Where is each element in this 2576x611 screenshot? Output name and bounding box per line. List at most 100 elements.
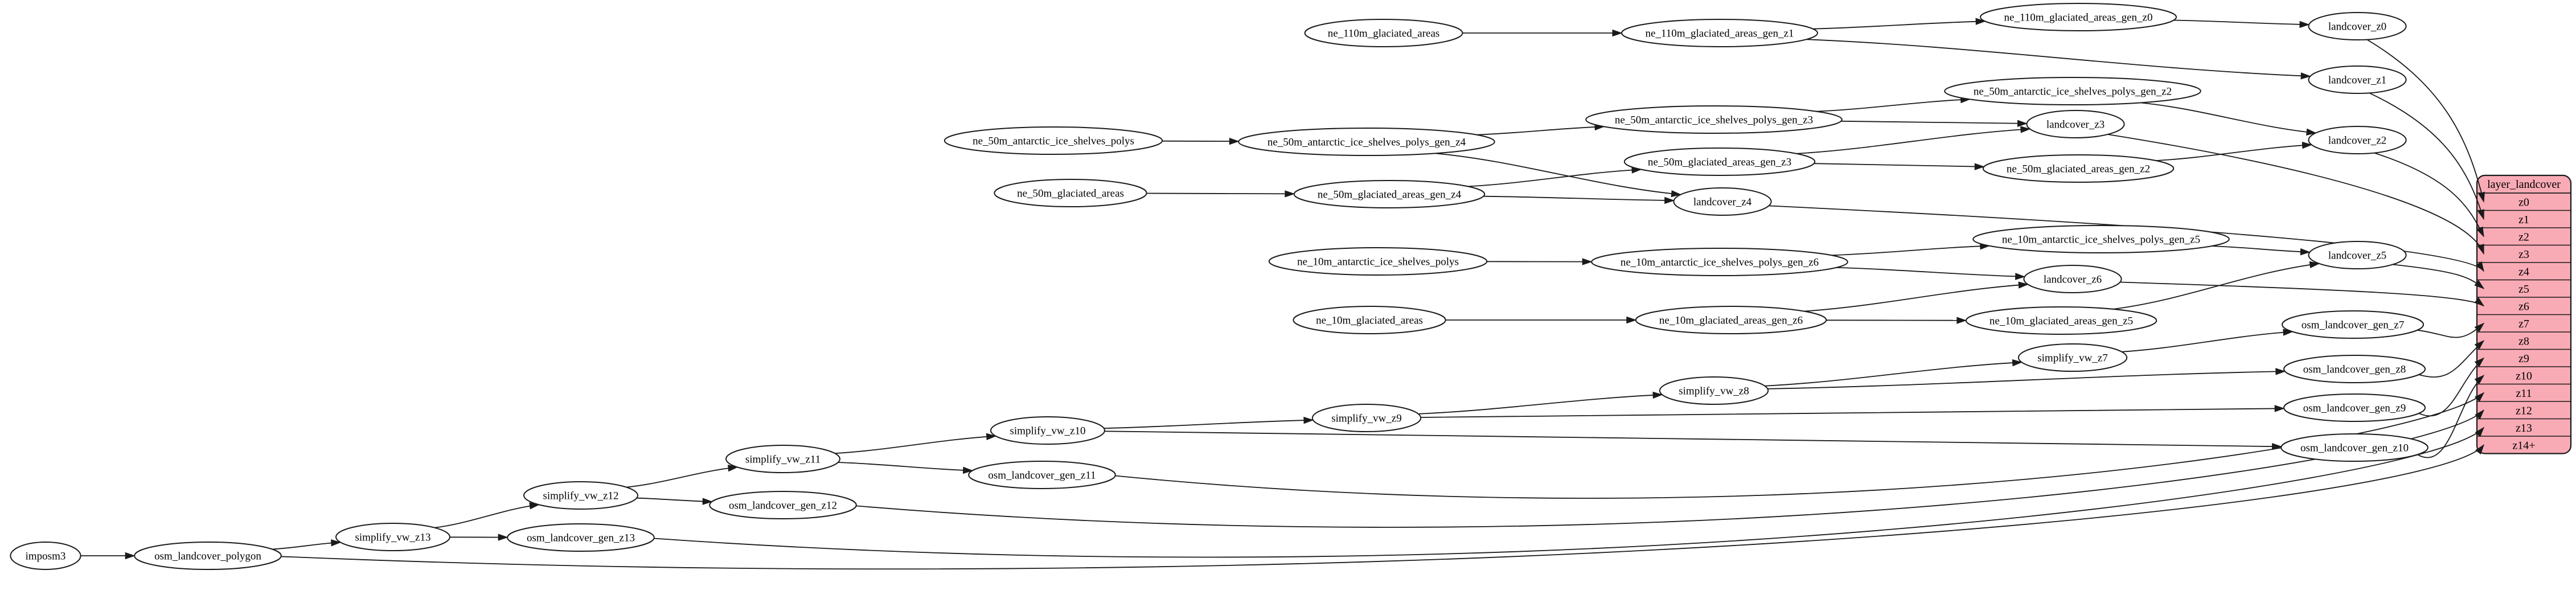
edge-ne_50m_glaciated_areas_gen_z2-to-landcover_z2 — [2156, 141, 2313, 161]
layer-landcover-table: layer_landcoverz0z1z2z3z4z5z6z7z8z9z10z1… — [2476, 174, 2572, 454]
node-label-ne_110m_glaciated_areas_gen_z1: ne_110m_glaciated_areas_gen_z1 — [1646, 28, 1794, 40]
arrowhead-icon — [1974, 163, 1985, 170]
arrowhead-icon — [125, 552, 136, 560]
node-label-landcover_z6: landcover_z6 — [2044, 274, 2102, 286]
edge-ne_10m_glaciated_areas_gen_z6-to-ne_10m_glaciated_areas_gen_z5 — [1826, 317, 1967, 324]
table-row-z1: z1 — [2518, 214, 2529, 226]
node-label-landcover_z4: landcover_z4 — [1693, 196, 1752, 208]
arrowhead-icon — [1626, 316, 1637, 324]
node-osm_landcover_gen_z12: osm_landcover_gen_z12 — [709, 491, 857, 519]
node-label-ne_10m_antarctic_ice_shelves_polys: ne_10m_antarctic_ice_shelves_polys — [1297, 256, 1459, 268]
edge-osm_landcover_gen_z13-to-table-z13 — [654, 427, 2485, 558]
edge-simplify_vw_z12-to-osm_landcover_gen_z12 — [637, 497, 713, 505]
node-osm_landcover_gen_z13: osm_landcover_gen_z13 — [507, 523, 655, 552]
node-imposm3: imposm3 — [10, 542, 81, 570]
node-simplify_vw_z9: simplify_vw_z9 — [1311, 404, 1422, 432]
node-label-osm_landcover_gen_z12: osm_landcover_gen_z12 — [729, 500, 837, 512]
arrowhead-icon — [1652, 391, 1663, 399]
node-ne_110m_glaciated_areas_gen_z1: ne_110m_glaciated_areas_gen_z1 — [1621, 19, 1818, 47]
arrowhead-icon — [1612, 29, 1623, 37]
arrowhead-icon — [1582, 258, 1593, 265]
node-ne_50m_antarctic_ice_shelves_polys: ne_50m_antarctic_ice_shelves_polys — [944, 126, 1163, 155]
arrowhead-icon — [2474, 340, 2485, 350]
edge-osm_landcover_polygon-to-table-z14plus — [281, 444, 2484, 570]
arrowhead-icon — [2020, 126, 2031, 133]
edge-ne_50m_glaciated_areas_gen_z3-to-landcover_z3 — [1796, 126, 2031, 154]
node-label-simplify_vw_z13: simplify_vw_z13 — [355, 532, 431, 544]
arrowhead-icon — [331, 539, 342, 547]
arrowhead-icon — [2475, 409, 2485, 420]
node-landcover_z3: landcover_z3 — [2026, 110, 2125, 138]
arrowhead-icon — [962, 466, 974, 474]
arrowhead-icon — [2474, 357, 2485, 367]
arrowhead-icon — [2474, 375, 2485, 384]
node-label-osm_landcover_gen_z7: osm_landcover_gen_z7 — [2302, 319, 2404, 331]
node-osm_landcover_gen_z10: osm_landcover_gen_z10 — [2280, 433, 2429, 462]
edge-ne_50m_glaciated_areas_gen_z3-to-ne_50m_glaciated_areas_gen_z2 — [1814, 163, 1985, 170]
node-simplify_vw_z11: simplify_vw_z11 — [725, 445, 840, 473]
edge-simplify_vw_z11-to-osm_landcover_gen_z11 — [838, 462, 974, 474]
table-title: layer_landcover — [2487, 178, 2561, 191]
node-label-landcover_z5: landcover_z5 — [2328, 250, 2386, 262]
edge-ne_50m_glaciated_areas_gen_z4-to-landcover_z4 — [1483, 195, 1675, 204]
arrowhead-icon — [2275, 368, 2286, 375]
node-ne_10m_glaciated_areas: ne_10m_glaciated_areas — [1293, 306, 1446, 334]
node-label-osm_landcover_gen_z11: osm_landcover_gen_z11 — [988, 470, 1096, 482]
edge-ne_110m_glaciated_areas_gen_z1-to-landcover_z1 — [1806, 39, 2311, 80]
node-ne_110m_glaciated_areas_gen_z0: ne_110m_glaciated_areas_gen_z0 — [1980, 3, 2177, 31]
node-osm_landcover_gen_z8: osm_landcover_gen_z8 — [2283, 355, 2426, 383]
node-label-ne_50m_glaciated_areas_gen_z2: ne_50m_glaciated_areas_gen_z2 — [2007, 163, 2150, 175]
arrowhead-icon — [2475, 427, 2485, 437]
arrowhead-icon — [2474, 322, 2485, 333]
node-osm_landcover_gen_z9: osm_landcover_gen_z9 — [2283, 393, 2426, 422]
node-osm_landcover_polygon: osm_landcover_polygon — [134, 542, 282, 570]
edge-osm_landcover_gen_z10-to-table-z10 — [2417, 375, 2485, 458]
edge-simplify_vw_z13-to-osm_landcover_gen_z13 — [449, 534, 508, 541]
arrowhead-icon — [2300, 248, 2311, 256]
arrowhead-icon — [1671, 190, 1682, 198]
node-label-ne_50m_antarctic_ice_shelves_polys_gen_z3: ne_50m_antarctic_ice_shelves_polys_gen_z… — [1615, 114, 1813, 126]
arrowhead-icon — [2015, 273, 2026, 280]
node-ne_50m_antarctic_ice_shelves_polys_gen_z3: ne_50m_antarctic_ice_shelves_polys_gen_z… — [1585, 105, 1843, 134]
edge-osm_landcover_gen_z7-to-table-z7 — [2417, 322, 2485, 338]
node-label-ne_110m_glaciated_areas: ne_110m_glaciated_areas — [1328, 28, 1440, 40]
arrowhead-icon — [2271, 442, 2283, 450]
node-simplify_vw_z7: simplify_vw_z7 — [2017, 343, 2128, 372]
edge-ne_10m_glaciated_areas-to-ne_10m_glaciated_areas_gen_z6 — [1445, 316, 1637, 324]
edge-osm_landcover_gen_z11-to-table-z11 — [1115, 392, 2485, 499]
node-ne_10m_glaciated_areas_gen_z6: ne_10m_glaciated_areas_gen_z6 — [1635, 306, 1827, 334]
node-label-ne_10m_antarctic_ice_shelves_polys_gen_z5: ne_10m_antarctic_ice_shelves_polys_gen_z… — [2002, 234, 2200, 246]
edge-osm_landcover_polygon-to-simplify_vw_z13 — [272, 539, 342, 550]
edge-imposm3-to-osm_landcover_polygon — [80, 552, 136, 560]
edge-landcover_z2-to-table-z2 — [2374, 152, 2484, 237]
arrowhead-icon — [2306, 128, 2317, 136]
node-label-simplify_vw_z10: simplify_vw_z10 — [1010, 425, 1086, 437]
node-simplify_vw_z10: simplify_vw_z10 — [990, 416, 1105, 445]
node-label-simplify_vw_z9: simplify_vw_z9 — [1331, 413, 1402, 425]
node-ne_50m_glaciated_areas_gen_z3: ne_50m_glaciated_areas_gen_z3 — [1623, 147, 1816, 176]
edge-ne_50m_glaciated_areas-to-ne_50m_glaciated_areas_gen_z4 — [1146, 190, 1295, 198]
node-label-simplify_vw_z8: simplify_vw_z8 — [1679, 386, 1749, 397]
edge-ne_50m_antarctic_ice_shelves_polys-to-ne_50m_antarctic_ice_shelves_polys_gen_z4 — [1162, 137, 1240, 145]
arrowhead-icon — [986, 433, 997, 441]
node-ne_10m_antarctic_ice_shelves_polys_gen_z5: ne_10m_antarctic_ice_shelves_polys_gen_z… — [1972, 225, 2230, 253]
edge-ne_10m_antarctic_ice_shelves_polys_gen_z5-to-landcover_z5 — [2212, 245, 2311, 256]
table-row-z10: z10 — [2516, 370, 2532, 382]
node-ne_110m_glaciated_areas: ne_110m_glaciated_areas — [1304, 19, 1463, 47]
node-label-ne_110m_glaciated_areas_gen_z0: ne_110m_glaciated_areas_gen_z0 — [2004, 12, 2153, 24]
node-label-ne_50m_antarctic_ice_shelves_polys: ne_50m_antarctic_ice_shelves_polys — [973, 136, 1134, 147]
edge-ne_110m_glaciated_areas-to-ne_110m_glaciated_areas_gen_z1 — [1462, 29, 1623, 37]
edge-landcover_z3-to-table-z3 — [2107, 134, 2484, 255]
arrowhead-icon — [2017, 120, 2028, 127]
arrowhead-icon — [2299, 20, 2310, 28]
node-label-landcover_z0: landcover_z0 — [2328, 21, 2386, 33]
arrowhead-icon — [1956, 317, 1967, 324]
arrowhead-icon — [1975, 18, 1986, 25]
arrowhead-icon — [2475, 444, 2484, 455]
node-ne_50m_antarctic_ice_shelves_polys_gen_z2: ne_50m_antarctic_ice_shelves_polys_gen_z… — [1944, 77, 2201, 105]
node-label-ne_50m_glaciated_areas: ne_50m_glaciated_areas — [1017, 188, 1124, 200]
node-label-imposm3: imposm3 — [26, 551, 66, 563]
arrowhead-icon — [1285, 190, 1295, 198]
edge-landcover_z1-to-table-z1 — [2369, 92, 2484, 220]
